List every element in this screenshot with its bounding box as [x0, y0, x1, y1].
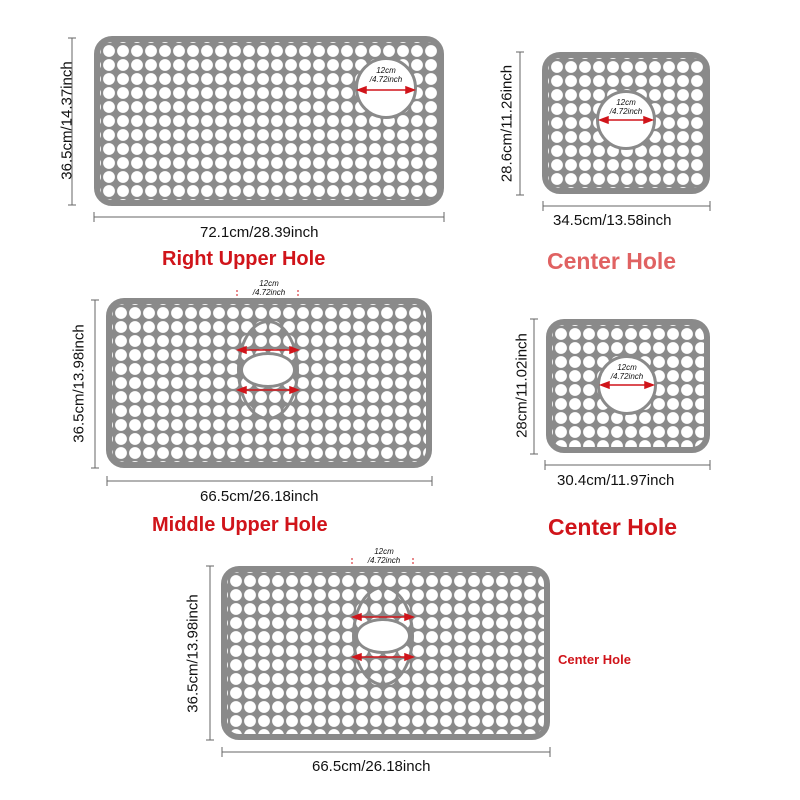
width-label: 66.5cm/26.18inch: [312, 758, 431, 775]
hole-size-label: 12cm/4.72inch: [252, 279, 286, 297]
width-label: 34.5cm/13.58inch: [553, 212, 672, 229]
drain-hole: [240, 352, 296, 388]
height-label: 36.5cm/13.98inch: [184, 594, 202, 713]
product-title: Right Upper Hole: [162, 248, 326, 270]
width-label: 72.1cm/28.39inch: [200, 224, 319, 241]
hole-size-label: 12cm/4.72inch: [369, 66, 403, 84]
sink-mat-right-upper-hole: [94, 36, 444, 206]
drain-hole-outline: [237, 320, 299, 420]
drain-hole-outline: [352, 586, 414, 686]
hole-size-label: 12cm/4.72inch: [367, 547, 401, 565]
product-title: Middle Upper Hole: [152, 514, 328, 536]
product-title: Center Hole: [548, 514, 678, 540]
product-title: Center Hole: [547, 248, 677, 274]
width-label: 30.4cm/11.97inch: [557, 472, 675, 489]
drain-hole: [355, 618, 411, 654]
hole-size-label: 12cm/4.72inch: [609, 98, 643, 116]
width-label: 66.5cm/26.18inch: [200, 488, 319, 505]
product-title: Center Hole: [558, 652, 631, 667]
hole-size-label: 12cm/4.72inch: [610, 363, 644, 381]
